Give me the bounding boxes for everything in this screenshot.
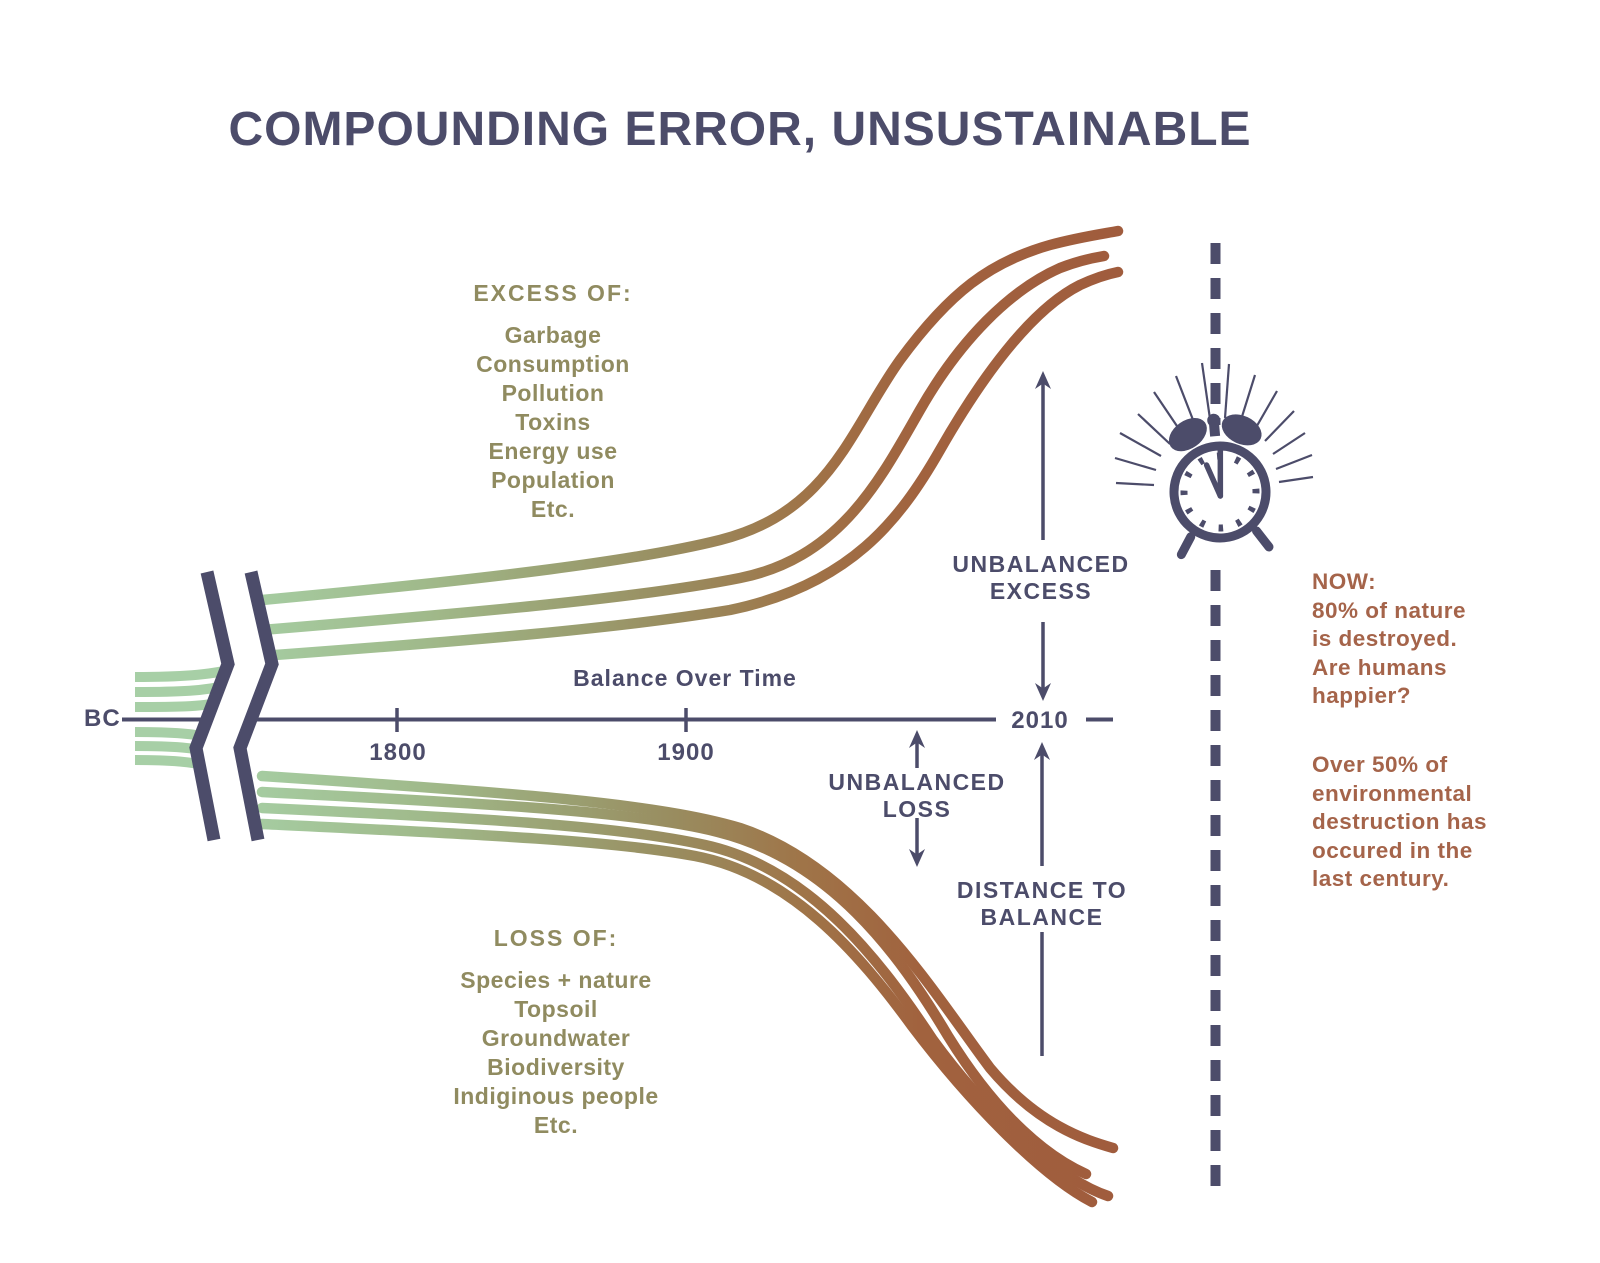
timeline-axis: [122, 708, 1113, 732]
loss-item: Species + nature: [460, 966, 652, 993]
loss-list: LOSS OF: Species + nature Topsoil Ground…: [453, 925, 658, 1140]
axis-tick-2010: 2010: [1011, 707, 1069, 734]
excess-list: EXCESS OF: Garbage Consumption Pollution…: [473, 280, 632, 524]
excess-item: Energy use: [488, 437, 618, 464]
page-title: COMPOUNDING ERROR, UNSUSTAINABLE: [228, 103, 1252, 156]
excess-item: Etc.: [530, 495, 576, 522]
loss-heading: LOSS OF:: [493, 925, 619, 951]
axis-tick-1800: 1800: [369, 739, 427, 766]
excess-item: Consumption: [476, 350, 630, 377]
excess-item: Population: [491, 466, 615, 493]
loss-item: Biodiversity: [487, 1053, 625, 1080]
unbalanced-excess-label: UNBALANCED EXCESS: [952, 551, 1130, 604]
excess-item: Toxins: [515, 408, 591, 435]
excess-curves: [256, 225, 1124, 662]
loss-item: Groundwater: [481, 1024, 631, 1051]
axis-era-label-bc: BC: [84, 705, 121, 732]
axis-title: Balance Over Time: [573, 665, 797, 691]
excess-item: Pollution: [501, 379, 605, 406]
now-note: NOW: 80% of nature is destroyed. Are hum…: [1312, 569, 1467, 709]
alarm-burst-rays: [1114, 362, 1314, 487]
excess-heading: EXCESS OF:: [473, 280, 633, 306]
loss-item: Etc.: [533, 1111, 579, 1138]
loss-item: Topsoil: [514, 995, 598, 1022]
unbalanced-loss-label: UNBALANCED LOSS: [828, 769, 1006, 822]
loss-curves: [256, 770, 1119, 1208]
distance-to-balance-label: DISTANCE TO BALANCE: [956, 877, 1128, 930]
annotation-arrows: [909, 371, 1051, 1056]
axis-break-icon: [189, 570, 279, 842]
loss-item: Indiginous people: [453, 1082, 659, 1109]
axis-tick-1900: 1900: [657, 739, 715, 766]
century-note: Over 50% of environmental destruction ha…: [1312, 752, 1488, 892]
now-heading: NOW:: [1312, 569, 1377, 594]
excess-item: Garbage: [504, 321, 602, 348]
alarm-clock-icon: [1168, 413, 1274, 560]
